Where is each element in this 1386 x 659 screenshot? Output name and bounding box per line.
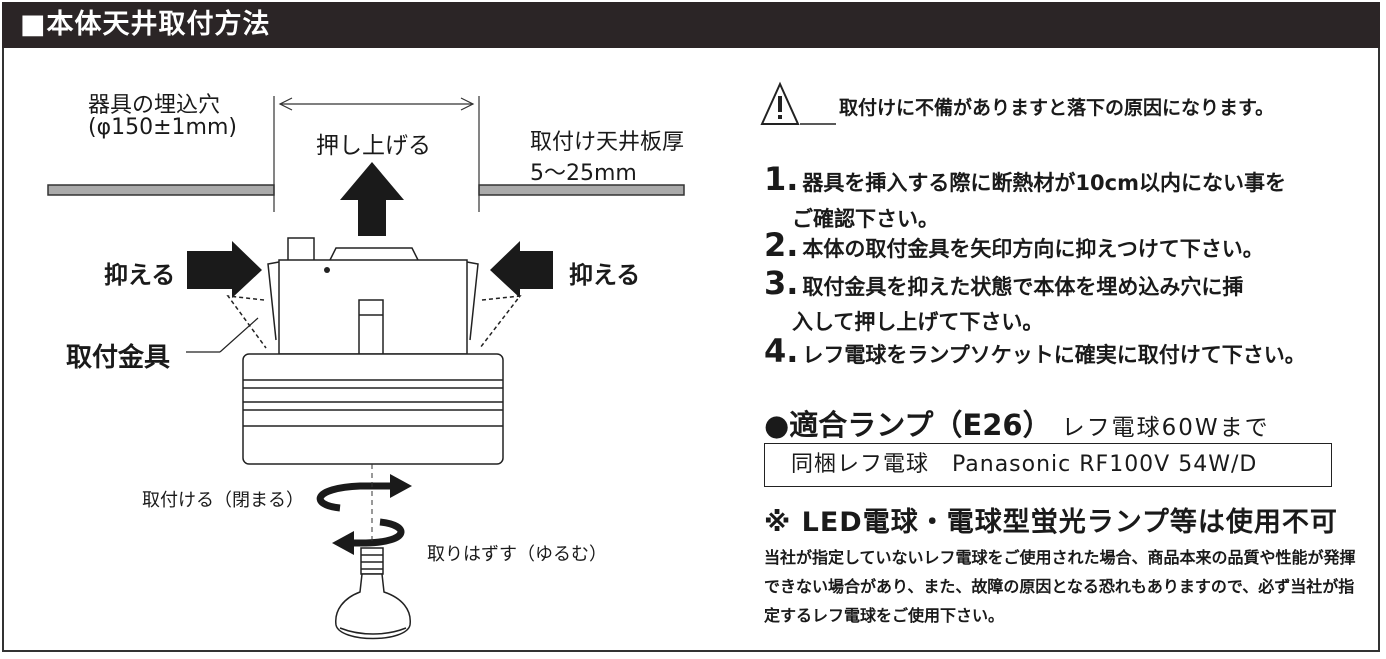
ceiling-board-left xyxy=(47,184,275,196)
disclaimer-text: 当社が指定していないレフ電球をご使用された場合、商品本来の品質や性能が発揮できな… xyxy=(764,548,1356,625)
step-1-continued: ご確認下さい。 xyxy=(792,207,939,231)
rotate-remove-arrow-icon xyxy=(332,518,405,555)
hole-label-line2: (φ150±1mm) xyxy=(88,115,237,140)
hole-dimension-arrow xyxy=(278,97,475,111)
lamp-wattage-note: レフ電球60Wまで xyxy=(1061,415,1270,441)
compatible-lamp-title: ●適合ランプ（E26） レフ電球60Wまで xyxy=(764,402,1270,444)
step-number: 4. xyxy=(764,332,799,370)
bracket-left xyxy=(226,261,280,349)
step-text: 器具を挿入する際に断熱材が10cm以内にない事を xyxy=(802,171,1286,195)
step-3-continued: 入して押し上げて下さい。 xyxy=(792,310,1044,334)
ceiling-thickness-label-line2: 5〜25mm xyxy=(530,161,637,186)
lamp-title-text: ●適合ランプ（E26） xyxy=(764,408,1052,442)
press-arrow-left-icon xyxy=(490,241,553,298)
step-text: レフ電球をランプソケットに確実に取付けて下さい。 xyxy=(802,343,1306,367)
ceiling-thickness-label-line1: 取付け天井板厚 xyxy=(530,130,685,155)
push-up-label: 押し上げる xyxy=(316,133,431,159)
remove-label: 取りはずす（ゆるむ） xyxy=(427,544,607,565)
press-arrow-right-icon xyxy=(187,241,262,298)
warning-text: 取付けに不備がありますと落下の原因になります。 xyxy=(839,97,1275,119)
step-text: 本体の取付金具を矢印方向に抑えつけて下さい。 xyxy=(802,237,1264,261)
page-title: ■本体天井取付方法 xyxy=(2,2,1380,48)
step-number: 3. xyxy=(764,264,799,302)
bundled-lamp-box: 同梱レフ電球 Panasonic RF100V 54W/D xyxy=(764,443,1332,487)
step-text: 取付金具を抑えた状態で本体を埋め込み穴に挿 xyxy=(802,275,1244,299)
warning-triangle-icon xyxy=(760,81,836,125)
step-number: 2. xyxy=(764,226,799,264)
push-up-arrow-icon xyxy=(340,162,404,236)
bracket-right xyxy=(466,261,522,349)
step-3: 3.取付金具を抑えた状態で本体を埋め込み穴に挿 xyxy=(764,264,1243,302)
fixture-body xyxy=(242,237,504,465)
rotate-attach-arrow-icon xyxy=(316,474,412,512)
step-1: 1.器具を挿入する際に断熱材が10cm以内にない事を xyxy=(764,160,1286,198)
attach-label: 取付ける（閉まる） xyxy=(142,490,304,511)
reflector-bulb xyxy=(335,547,411,640)
step-2: 2.本体の取付金具を矢印方向に抑えつけて下さい。 xyxy=(764,226,1264,264)
bracket-label: 取付金具 xyxy=(66,343,171,373)
step-4: 4.レフ電球をランプソケットに確実に取付けて下さい。 xyxy=(764,332,1306,370)
installation-diagram xyxy=(47,96,685,640)
step-number: 1. xyxy=(764,160,799,198)
press-label-left: 抑える xyxy=(104,261,176,289)
hole-label-line1: 器具の埋込穴 xyxy=(88,93,221,118)
press-label-right: 抑える xyxy=(569,261,641,289)
not-usable-warning: ※ LED電球・電球型蛍光ランプ等は使用不可 xyxy=(764,507,1338,538)
